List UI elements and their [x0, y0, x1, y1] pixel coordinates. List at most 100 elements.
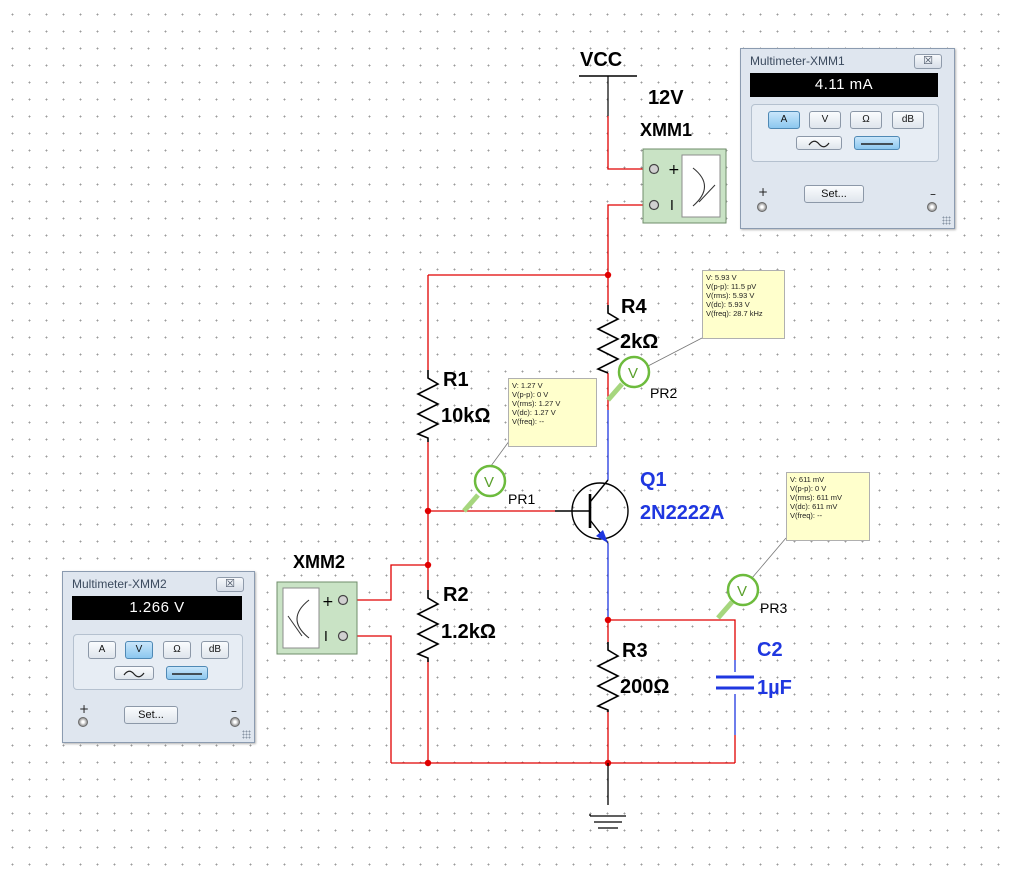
xmm1-set-button[interactable]: Set...: [804, 185, 864, 203]
xmm2-plus-terminal-label: +: [79, 702, 90, 716]
multimeter-xmm2-window[interactable]: Multimeter-XMM2 ☒ 1.266 V A V Ω dB Set..…: [62, 571, 255, 743]
probe-pr3[interactable]: V PR3: [716, 537, 787, 620]
blue-wires: [607, 410, 736, 763]
xmm2-minus-label: I: [324, 630, 328, 645]
vcc-voltage-label: 12V: [648, 87, 684, 109]
q1-ref-label: Q1: [640, 469, 667, 491]
xmm1-ammeter-button[interactable]: A: [768, 111, 800, 129]
xmm1-decibel-button[interactable]: dB: [892, 111, 924, 129]
xmm2-minus-terminal[interactable]: [230, 717, 240, 727]
pr1-line-vfreq: V(freq): --: [512, 417, 545, 426]
pr2-line-vrms: V(rms): 5.93 V: [706, 291, 755, 300]
probe-pr1-readout: V: 1.27 V V(p-p): 0 V V(rms): 1.27 V V(d…: [508, 378, 597, 447]
multimeter-xmm1-symbol[interactable]: + I XMM1: [640, 120, 727, 224]
r3-value-label: 200Ω: [620, 676, 669, 698]
vcc-name-label: VCC: [580, 49, 622, 71]
probe-pr2-readout: V: 5.93 V V(p-p): 11.5 pV V(rms): 5.93 V…: [702, 270, 785, 339]
capacitor-c2[interactable]: C2 1µF: [716, 639, 792, 699]
multimeter-xmm2-symbol[interactable]: + I XMM2: [276, 552, 358, 655]
transistor-q1[interactable]: Q1 2N2222A: [555, 469, 725, 544]
pr3-line-vrms: V(rms): 611 mV: [790, 493, 842, 502]
xmm2-close-icon[interactable]: ☒: [216, 577, 244, 592]
pr1-glyph: V: [484, 474, 494, 491]
xmm1-minus-terminal-label: –: [930, 187, 936, 201]
pr2-line-vpp: V(p-p): 11.5 pV: [706, 282, 757, 291]
pr1-label: PR1: [508, 491, 535, 507]
pr1-line-vdc: V(dc): 1.27 V: [512, 408, 556, 417]
r1-ref-label: R1: [443, 369, 469, 391]
xmm2-decibel-button[interactable]: dB: [201, 641, 229, 659]
xmm2-window-title: Multimeter-XMM2: [72, 577, 167, 591]
pr3-line-vdc: V(dc): 611 mV: [790, 502, 838, 511]
xmm2-voltmeter-button[interactable]: V: [125, 641, 153, 659]
r4-ref-label: R4: [621, 296, 647, 318]
dc-line-icon: [861, 143, 893, 145]
xmm1-close-icon[interactable]: ☒: [914, 54, 942, 69]
xmm1-ac-button[interactable]: [796, 136, 842, 150]
xmm1-plus-terminal[interactable]: [757, 202, 767, 212]
xmm2-dc-button[interactable]: [166, 666, 208, 680]
xmm1-plus-terminal-label: +: [758, 185, 769, 199]
multimeter-xmm1-window[interactable]: Multimeter-XMM1 ☒ 4.11 mA A V Ω dB Set..…: [740, 48, 955, 229]
pr2-line-v: V: 5.93 V: [706, 273, 737, 282]
probe-pr3-readout: V: 611 mV V(p-p): 0 V V(rms): 611 mV V(d…: [786, 472, 870, 541]
xmm1-window-title: Multimeter-XMM1: [750, 54, 845, 68]
xmm1-dc-button[interactable]: [854, 136, 900, 150]
resistor-r1[interactable]: R1 10kΩ: [416, 369, 490, 442]
r2-ref-label: R2: [443, 584, 469, 606]
r2-value-label: 1.2kΩ: [441, 621, 496, 643]
xmm2-resize-grip[interactable]: [242, 730, 251, 739]
ground-symbol: [589, 763, 626, 829]
probe-pr2[interactable]: V PR2: [606, 337, 703, 402]
xmm1-voltmeter-button[interactable]: V: [809, 111, 841, 129]
pr3-label: PR3: [760, 600, 787, 616]
xmm1-controls-panel: A V Ω dB: [751, 104, 939, 162]
xmm2-controls-panel: A V Ω dB: [73, 634, 243, 690]
r4-value-label: 2kΩ: [620, 331, 658, 353]
pr3-line-v: V: 611 mV: [790, 475, 825, 484]
ac-wave-icon: [123, 670, 145, 678]
xmm1-titlebar[interactable]: Multimeter-XMM1 ☒: [741, 49, 954, 71]
xmm2-ac-button[interactable]: [114, 666, 154, 680]
xmm1-minus-label: I: [670, 199, 674, 214]
pr3-glyph: V: [737, 583, 747, 600]
dc-line-icon: [172, 673, 202, 675]
vcc-source[interactable]: VCC 12V: [579, 49, 684, 116]
xmm2-ammeter-button[interactable]: A: [88, 641, 116, 659]
r3-ref-label: R3: [622, 640, 648, 662]
ac-wave-icon: [808, 140, 830, 148]
xmm1-ohmmeter-button[interactable]: Ω: [850, 111, 882, 129]
pr2-line-vdc: V(dc): 5.93 V: [706, 300, 750, 309]
pr3-line-vfreq: V(freq): --: [790, 511, 823, 520]
pr2-line-vfreq: V(freq): 28.7 kHz: [706, 309, 763, 318]
xmm2-plus-terminal[interactable]: [78, 717, 88, 727]
c2-ref-label: C2: [757, 639, 783, 661]
xmm2-reading-display: 1.266 V: [72, 596, 242, 620]
xmm1-plus-label: +: [668, 162, 680, 178]
xmm1-resize-grip[interactable]: [942, 216, 951, 225]
resistor-r2[interactable]: R2 1.2kΩ: [416, 584, 496, 662]
xmm1-reading-display: 4.11 mA: [750, 73, 938, 97]
xmm2-set-button[interactable]: Set...: [124, 706, 178, 724]
r1-value-label: 10kΩ: [441, 405, 490, 427]
probe-pr1[interactable]: V PR1: [462, 439, 535, 513]
xmm2-label: XMM2: [293, 552, 345, 572]
pr2-glyph: V: [628, 365, 638, 382]
resistor-r4[interactable]: R4 2kΩ: [596, 296, 658, 374]
pr2-label: PR2: [650, 385, 677, 401]
xmm2-ohmmeter-button[interactable]: Ω: [163, 641, 191, 659]
pr1-line-vpp: V(p-p): 0 V: [512, 390, 549, 399]
junction-dots: [424, 271, 612, 767]
pr1-line-v: V: 1.27 V: [512, 381, 543, 390]
resistor-r3[interactable]: R3 200Ω: [596, 640, 669, 712]
xmm2-minus-terminal-label: –: [231, 704, 237, 718]
pr3-line-vpp: V(p-p): 0 V: [790, 484, 827, 493]
xmm1-label: XMM1: [640, 120, 692, 140]
xmm2-plus-label: +: [322, 594, 334, 610]
q1-model-label: 2N2222A: [640, 502, 725, 524]
xmm2-titlebar[interactable]: Multimeter-XMM2 ☒: [63, 572, 254, 594]
pr1-line-vrms: V(rms): 1.27 V: [512, 399, 561, 408]
xmm1-minus-terminal[interactable]: [927, 202, 937, 212]
c2-value-label: 1µF: [757, 677, 792, 699]
